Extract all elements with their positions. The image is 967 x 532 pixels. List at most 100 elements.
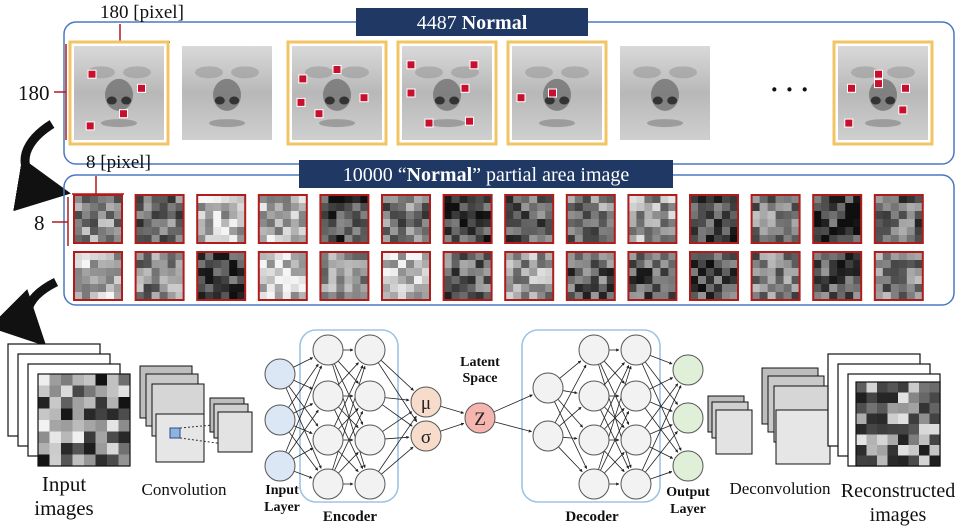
partial-area-patch: [873, 251, 924, 301]
input-images-label-line1: Input: [42, 472, 86, 496]
partial-area-patch: [504, 194, 555, 244]
decoder-node: [578, 334, 610, 366]
network-edge: [332, 365, 366, 470]
face-image: [68, 40, 170, 146]
deconvolution-label: Deconvolution: [729, 479, 831, 498]
decoder-node: [578, 380, 610, 412]
anomaly-marker: [901, 83, 910, 93]
network-edge: [333, 365, 364, 427]
anomaly-marker: [298, 74, 308, 84]
network-edge: [641, 385, 682, 471]
network-edge: [559, 360, 582, 379]
middle-pixel-size-label: 8 [pixel]: [86, 152, 151, 173]
encoder-node: [354, 424, 386, 456]
network-edge: [644, 383, 679, 429]
network-edge: [650, 470, 673, 480]
reconstructed-label-line2: images: [870, 504, 927, 526]
face-image: [182, 46, 272, 140]
top-pixel-size-label: 180 [pixel]: [100, 2, 184, 23]
encoder-node: [354, 380, 386, 412]
curved-arrow-top: [13, 120, 71, 212]
anomaly-marker: [548, 88, 557, 98]
network-edge: [378, 415, 417, 472]
ellipsis: · · ·: [770, 75, 809, 104]
reconstructed-image-stack: [827, 353, 941, 467]
anomaly-marker: [424, 118, 434, 128]
network-edge: [604, 450, 625, 472]
output-layer-label-line2: Layer: [670, 502, 706, 517]
decoder-label: Decoder: [565, 509, 619, 525]
partial-area-patch: [627, 194, 678, 244]
convolution-stack: [139, 365, 253, 463]
output-node: [672, 354, 704, 386]
anomaly-marker: [844, 118, 854, 128]
top-banner-text: 4487 Normal: [417, 12, 528, 34]
decoder-node: [578, 424, 610, 456]
network-edge: [380, 359, 414, 391]
mu-sigma-node: [410, 386, 442, 418]
network-edge: [293, 425, 313, 434]
network-edge: [644, 407, 679, 453]
network-edge: [554, 401, 588, 470]
input-images-label-line2: images: [34, 496, 93, 520]
network-edge: [337, 360, 359, 384]
network-edge: [603, 362, 625, 386]
encoder-node: [312, 468, 344, 500]
partial-area-patch: [319, 251, 370, 301]
partial-area-patch: [812, 194, 863, 244]
anomaly-marker: [359, 93, 369, 103]
network-edge: [338, 452, 359, 474]
face-highlight-frame: [832, 40, 934, 146]
encoder-node: [312, 334, 344, 366]
network-edge: [649, 377, 674, 390]
decoder-node: [620, 424, 652, 456]
anomaly-marker: [874, 69, 883, 79]
network-edge: [288, 363, 319, 408]
network-edge: [562, 436, 578, 440]
partial-area-patch: [257, 251, 308, 301]
network-edge: [440, 405, 465, 414]
face-highlight-frame: [506, 40, 608, 146]
input-node: [264, 404, 296, 436]
encoder-node: [354, 334, 386, 366]
top-panel: 4487 Normal 180 [pixel] 180 · · ·: [18, 2, 955, 165]
partial-area-patch: [442, 194, 493, 244]
network-edge: [288, 409, 319, 454]
network-edge: [288, 385, 319, 427]
network-edge: [384, 435, 410, 440]
deconvolution-stack: [707, 367, 831, 465]
face-image: [286, 40, 388, 146]
anomaly-marker: [469, 60, 479, 70]
convolution-label: Convolution: [141, 480, 227, 499]
partial-area-patch: [873, 194, 924, 244]
middle-banner-text: 10000 “Normal” partial area image: [343, 164, 630, 186]
face-highlight-frame: [286, 40, 388, 146]
network-edge: [384, 397, 410, 402]
anomaly-marker: [87, 69, 97, 79]
middle-banner: [299, 160, 673, 188]
decoder-frame: [521, 329, 661, 503]
partial-area-patch: [627, 251, 678, 301]
input-layer-label-line1: Input: [265, 483, 299, 498]
encoder-node: [312, 424, 344, 456]
partial-area-patch: [812, 251, 863, 301]
output-node: [672, 450, 704, 482]
face-highlight-frame: [396, 40, 498, 146]
network-edge: [293, 470, 313, 479]
network-edge: [644, 431, 678, 473]
anomaly-marker: [460, 83, 470, 93]
input-image-stack: [7, 343, 131, 467]
mu-sigma-node: [410, 420, 442, 452]
top-side-size-label: 180: [18, 81, 50, 105]
encoder-label: Encoder: [323, 509, 378, 525]
output-layer-label-line1: Output: [666, 485, 710, 500]
sigma-symbol: σ: [421, 427, 431, 448]
anomaly-marker: [332, 65, 342, 74]
partial-area-patch: [689, 251, 739, 301]
input-node: [264, 358, 296, 390]
partial-area-patch: [442, 251, 493, 301]
face-image: [832, 40, 934, 146]
partial-area-patch: [381, 194, 431, 244]
partial-area-patch: [689, 194, 739, 244]
